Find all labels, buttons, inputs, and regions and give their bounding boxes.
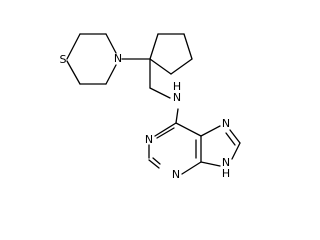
atom-labels: S N N H N N N N H <box>60 52 231 181</box>
purine-imidazole-ring <box>200 125 241 167</box>
purine-pyrimidine-ring <box>148 122 202 175</box>
atom-purine-h9-label: H <box>222 167 230 180</box>
bond-c6-n1-double <box>156 127 175 139</box>
bond-n-c3 <box>105 64 117 85</box>
molecule-diagram: S N N H N N N N H <box>60 33 241 181</box>
bond-n3-c4 <box>181 161 202 175</box>
bond-ch2-nh <box>149 87 171 99</box>
bond-c5-n7 <box>200 125 221 137</box>
bond-n7-c8-double <box>225 132 236 146</box>
bond-cc-cd <box>170 58 193 75</box>
bond-c6-n1 <box>154 122 177 137</box>
atom-sulfur-label: S <box>60 53 67 66</box>
bond-cd-cq <box>149 58 172 75</box>
bond-nh-c6 <box>175 108 179 124</box>
atom-amine-hydrogen-label: H <box>173 80 181 93</box>
atom-thiomorpholine-nitrogen-label: N <box>114 52 122 65</box>
bond-c2-n3-double <box>152 157 161 165</box>
atom-amine-nitrogen-label: N <box>173 91 181 104</box>
bond-cq-ca <box>149 33 159 60</box>
bond-c8-n9 <box>231 142 241 160</box>
bond-n7-c8 <box>229 129 241 144</box>
bond-s-c1 <box>66 33 81 60</box>
atom-purine-n9-label: N <box>222 156 230 169</box>
bond-cb-cc <box>183 33 193 60</box>
structure-canvas: S N N H N N N N H <box>60 33 241 181</box>
bond-c4-s <box>66 60 81 85</box>
bond-n9-c4 <box>200 161 221 167</box>
bond-c5-c6 <box>175 122 202 137</box>
atom-purine-n1-label: N <box>145 133 153 146</box>
atom-purine-n3-label: N <box>172 168 180 181</box>
cyclopentane-ring <box>149 33 193 75</box>
bond-c2-n3 <box>148 159 160 169</box>
atom-purine-n7-label: N <box>222 117 230 130</box>
bond-c2-n <box>105 33 117 54</box>
thiomorpholine-ring <box>66 33 117 85</box>
